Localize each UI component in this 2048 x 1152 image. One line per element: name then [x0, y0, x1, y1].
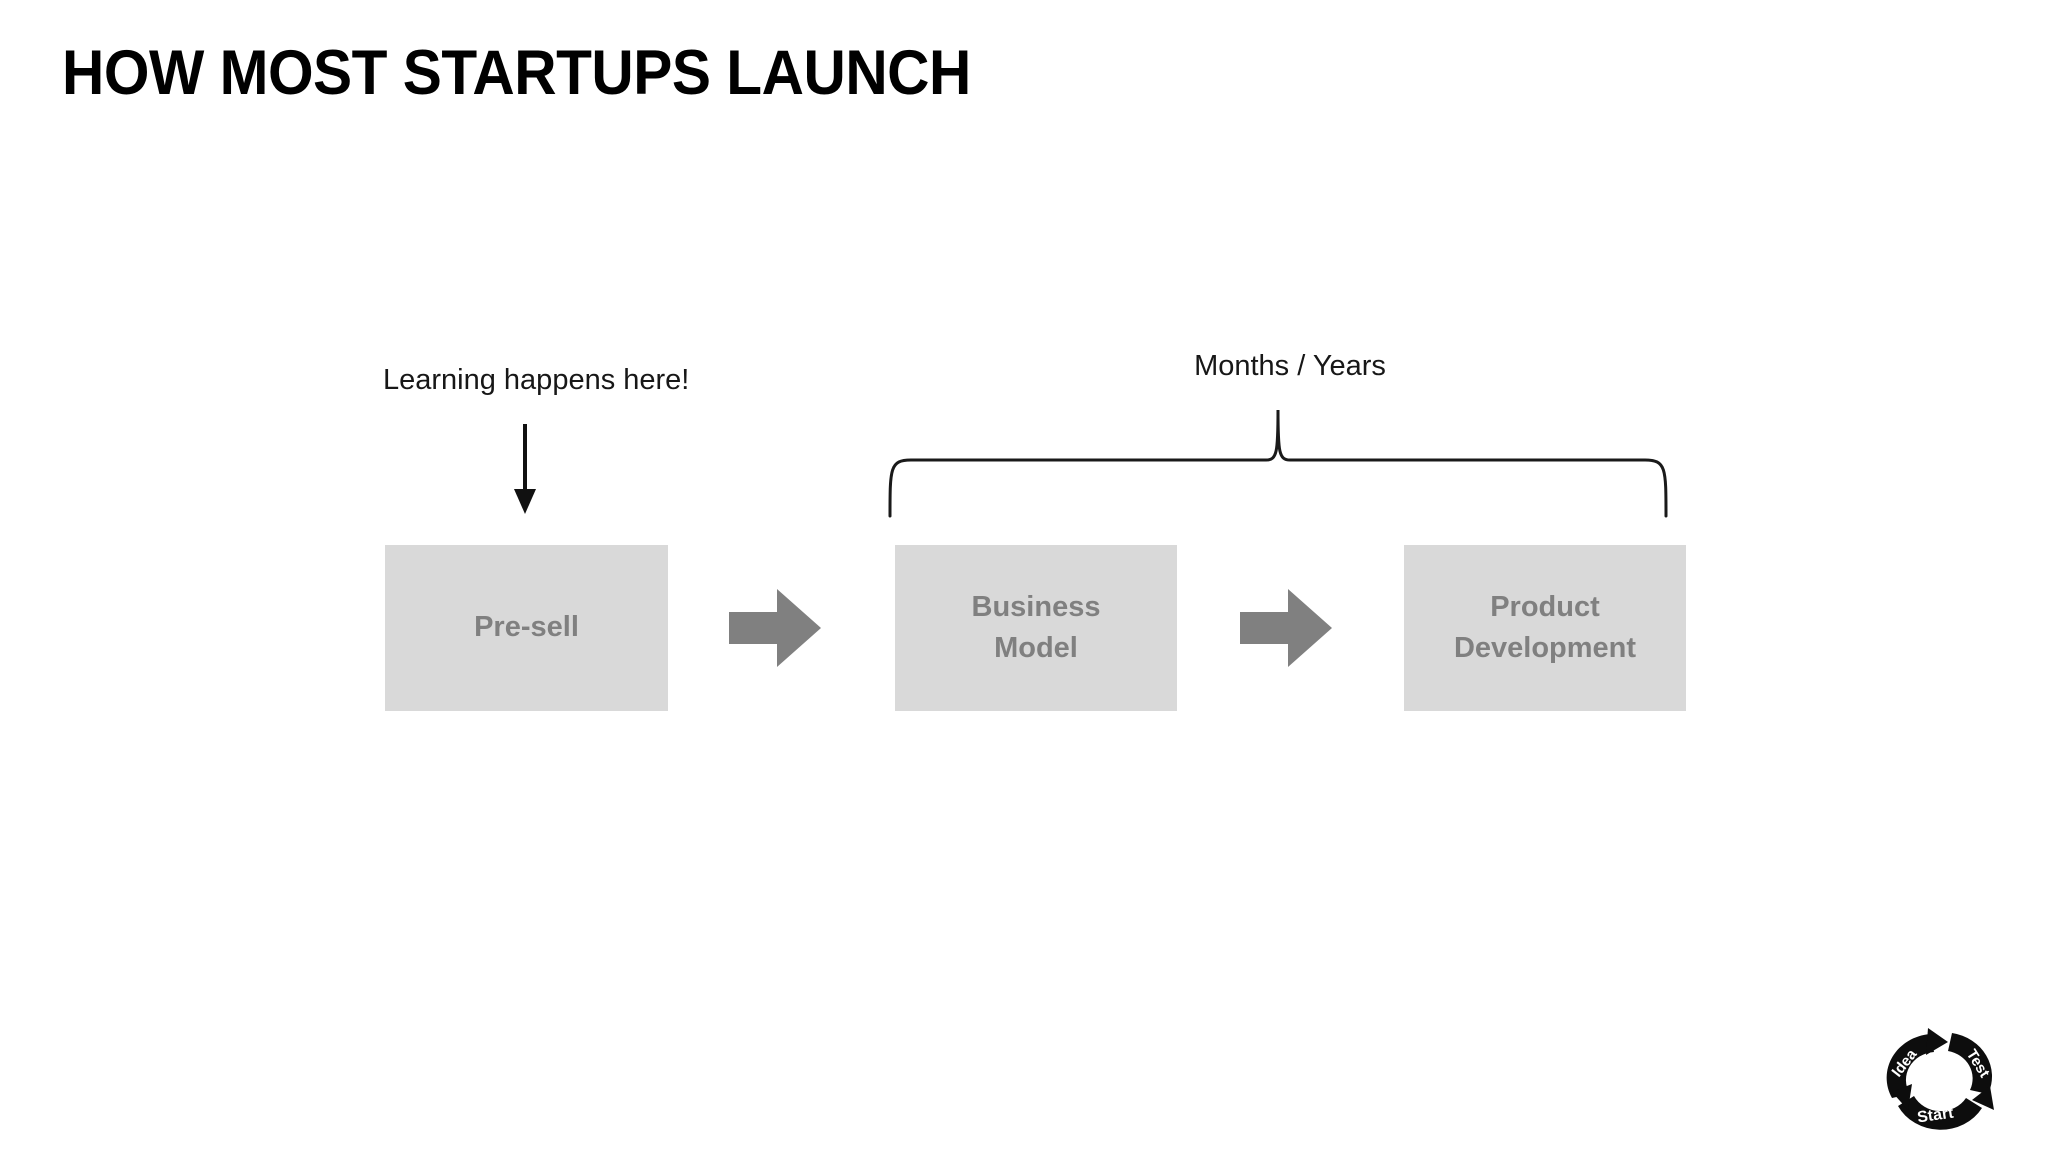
right-block-arrow-icon	[729, 589, 821, 667]
page-title: HOW MOST STARTUPS LAUNCH	[62, 38, 971, 108]
process-step-label: Product Development	[1453, 590, 1637, 664]
learning-annotation-label: Learning happens here!	[383, 364, 690, 396]
process-step-label: Business Model	[971, 590, 1101, 664]
logo-segment-start: Start	[1916, 1104, 1955, 1126]
duration-annotation-label: Months / Years	[1194, 350, 1386, 382]
process-step-presell[interactable]: Pre-sell	[385, 545, 668, 711]
process-step-product-development[interactable]: Product Development	[1404, 545, 1686, 711]
down-arrow-icon	[514, 424, 536, 514]
process-step-business-model[interactable]: Business Model	[895, 545, 1177, 711]
process-step-label: Pre-sell	[474, 611, 579, 644]
right-block-arrow-icon	[1240, 589, 1332, 667]
idea-test-start-cycle-logo: Idea Test Start	[1886, 1028, 1994, 1130]
curly-brace-icon	[888, 409, 1668, 518]
